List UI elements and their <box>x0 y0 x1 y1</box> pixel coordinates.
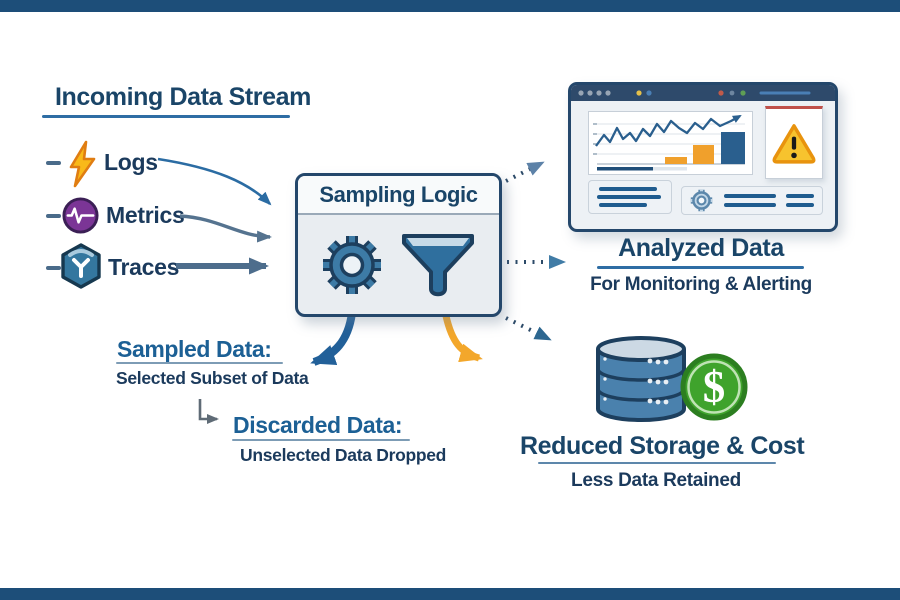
item-dash <box>46 161 61 165</box>
gear-icon <box>322 235 381 294</box>
database-icon <box>596 336 686 422</box>
dashboard-settings-card <box>681 186 823 215</box>
dashboard-list-card <box>588 180 672 214</box>
list-line <box>599 187 657 191</box>
dollar-coin-icon: $ <box>680 353 748 421</box>
funnel-icon <box>401 233 474 296</box>
item-dash <box>46 214 61 218</box>
reduced-storage-underline <box>538 462 776 464</box>
bottom-border-bar <box>0 588 900 600</box>
list-line <box>599 203 647 207</box>
list-line <box>597 195 661 199</box>
source-label-logs: Logs <box>104 149 158 175</box>
pulse-circle-icon <box>62 197 99 234</box>
source-label-metrics: Metrics <box>106 202 185 228</box>
settings-line <box>786 203 814 207</box>
dashboard-titlebar <box>571 85 835 101</box>
sampled-data-subtitle: Selected Subset of Data <box>116 368 309 388</box>
metrics-arrow <box>179 214 272 243</box>
settings-line <box>724 194 776 198</box>
reduced-storage-title: Reduced Storage & Cost <box>520 432 805 460</box>
settings-line <box>724 203 776 207</box>
small-gear-icon <box>690 189 713 212</box>
sampled-data-title: Sampled Data: <box>117 336 272 362</box>
discarded-data-subtitle: Unselected Data Dropped <box>240 445 447 465</box>
sampling-logic-body <box>298 215 499 314</box>
dotted-arrow-to-storage <box>505 316 552 341</box>
settings-line <box>786 194 814 198</box>
dashboard-window <box>568 82 838 232</box>
dollar-sign: $ <box>703 362 726 412</box>
analyzed-data-underline <box>597 266 804 269</box>
line-bar-chart <box>593 114 745 171</box>
titlebar-dots-icon <box>578 90 811 96</box>
warning-triangle-icon <box>772 124 816 164</box>
sampled-data-underline <box>116 362 283 364</box>
sampled-data-arrow <box>310 312 356 366</box>
incoming-stream-title: Incoming Data Stream <box>55 83 311 111</box>
lightning-bolt-icon <box>69 140 96 188</box>
dashboard-warning-panel <box>765 106 823 179</box>
logs-arrow <box>157 157 272 206</box>
analyzed-data-title: Analyzed Data <box>618 234 784 262</box>
incoming-stream-underline <box>42 115 290 118</box>
dashboard-chart-panel <box>588 111 753 175</box>
sampling-logic-title: Sampling Logic <box>319 181 478 207</box>
discarded-data-title: Discarded Data: <box>233 412 403 438</box>
trace-hexagon-icon <box>61 243 101 289</box>
source-label-traces: Traces <box>108 254 180 280</box>
discarded-data-underline <box>232 439 410 441</box>
dotted-arrow-to-dashboard <box>505 161 545 183</box>
sampling-logic-box: Sampling Logic <box>295 173 502 317</box>
reduced-storage-subtitle: Less Data Retained <box>571 470 741 491</box>
sampling-logic-header: Sampling Logic <box>298 176 499 215</box>
analyzed-data-subtitle: For Monitoring & Alerting <box>590 274 812 295</box>
item-dash <box>46 266 61 270</box>
elbow-arrow-discarded <box>198 399 219 424</box>
discarded-data-arrow <box>442 315 483 363</box>
top-border-bar <box>0 0 900 12</box>
